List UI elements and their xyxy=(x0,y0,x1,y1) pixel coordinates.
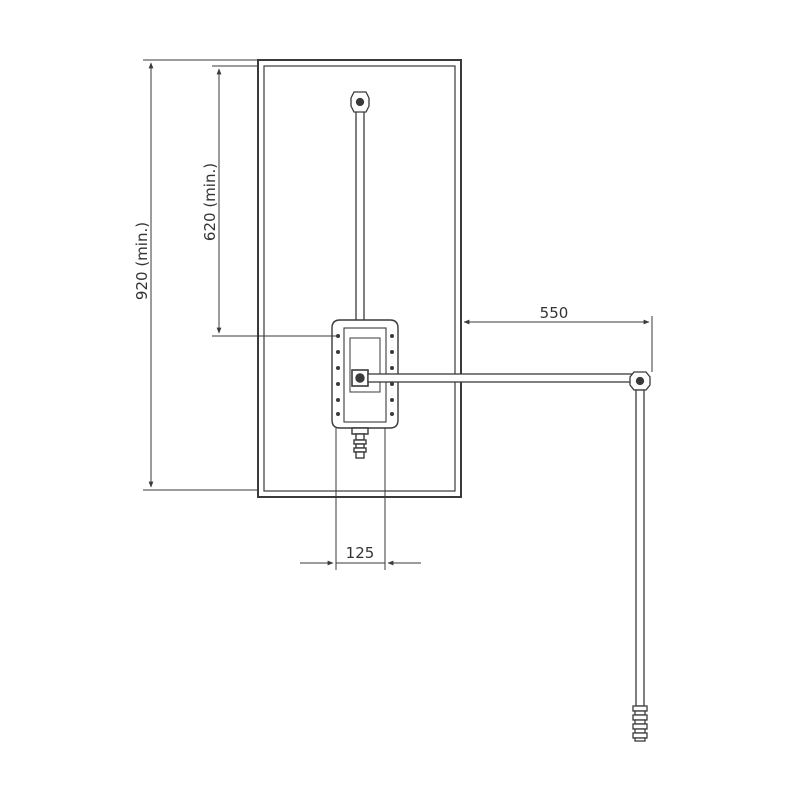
dimension-bracket-width xyxy=(300,428,421,570)
cabinet-outline xyxy=(257,59,462,498)
dimension-label-125: 125 xyxy=(346,544,375,562)
dimension-label-550: 550 xyxy=(540,304,569,322)
pulled-down-hanging-rail xyxy=(629,371,651,742)
dimension-total-height xyxy=(143,59,258,491)
dimension-cabinet-height xyxy=(212,65,340,337)
horizontal-extended-arm xyxy=(367,373,635,383)
dimension-label-620: 620 (min.) xyxy=(201,163,219,241)
dimension-label-920: 920 (min.) xyxy=(133,222,151,300)
mounting-bracket xyxy=(331,319,399,459)
dimension-extension xyxy=(463,316,653,372)
